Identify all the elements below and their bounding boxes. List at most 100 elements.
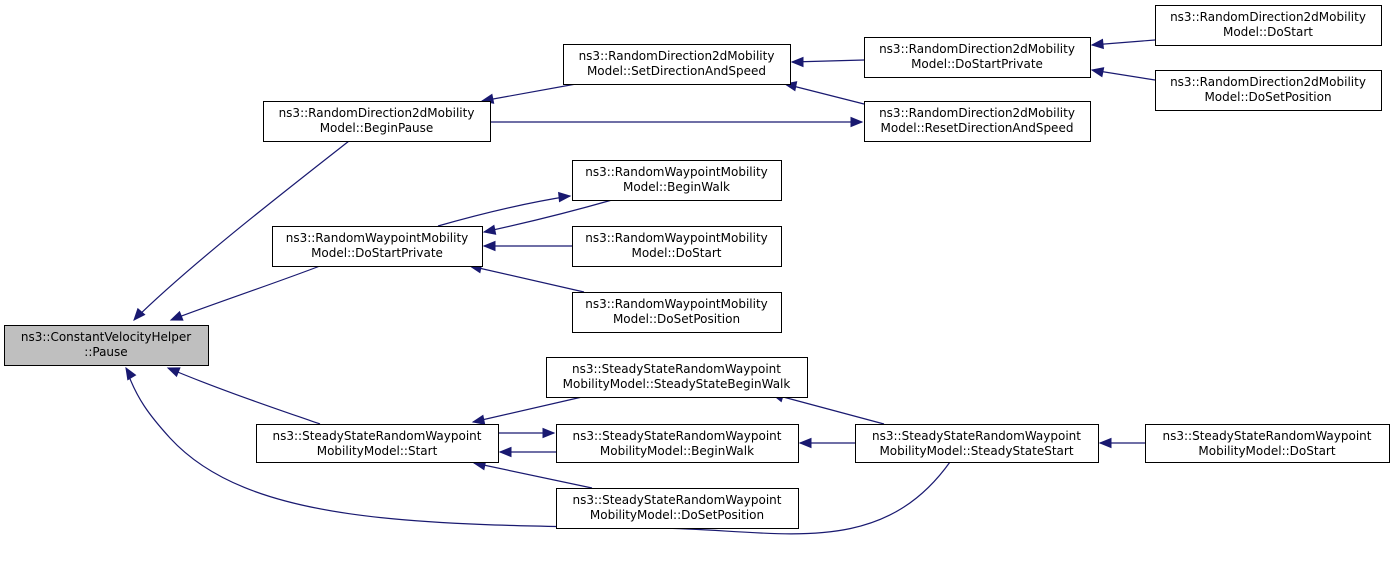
node-rd2d_setdirspeed[interactable]: ns3::RandomDirection2dMobilityModel::Set…: [563, 44, 791, 85]
node-label-line: MobilityModel::DoStart: [1198, 444, 1335, 458]
node-label-line: ns3::RandomDirection2dMobility: [879, 42, 1075, 56]
node-rwp_dostartprivate[interactable]: ns3::RandomWaypointMobilityModel::DoStar…: [272, 226, 483, 267]
node-rwp_dosetposition[interactable]: ns3::RandomWaypointMobilityModel::DoSetP…: [572, 292, 782, 333]
node-label-line: ns3::SteadyStateRandomWaypoint: [872, 429, 1081, 443]
node-label-line: ns3::SteadyStateRandomWaypoint: [573, 429, 782, 443]
node-label-line: ns3::RandomDirection2dMobility: [1170, 10, 1366, 24]
node-rwp_dostart[interactable]: ns3::RandomWaypointMobilityModel::DoStar…: [572, 226, 782, 267]
node-rd2d_dostart[interactable]: ns3::RandomDirection2dMobilityModel::DoS…: [1155, 5, 1382, 46]
arrowhead: [482, 240, 496, 252]
node-rwp_beginwalk[interactable]: ns3::RandomWaypointMobilityModel::BeginW…: [572, 160, 782, 201]
edge-rd2d_dostartprivate-to-rd2d_setdirspeed: [790, 56, 865, 68]
node-label-line: Model::SetDirectionAndSpeed: [587, 64, 766, 78]
node-box: [1155, 5, 1382, 46]
node-box: [272, 226, 483, 267]
arrowhead: [471, 414, 486, 425]
node-label-line: ns3::RandomWaypointMobility: [286, 231, 469, 245]
edge-rwp_dostartprivate-to-rwp_beginwalk: [437, 191, 572, 227]
node-box: [1155, 70, 1382, 111]
arrowhead: [169, 310, 184, 321]
edge-rwp_dosetposition-to-rwp_dostartprivate: [468, 263, 585, 293]
node-box: [4, 325, 209, 366]
node-label-line: ns3::RandomWaypointMobility: [585, 165, 768, 179]
node-box: [546, 357, 808, 398]
node-ssrwp_start[interactable]: ns3::SteadyStateRandomWaypointMobilityMo…: [256, 424, 499, 463]
node-box: [864, 101, 1091, 142]
node-rd2d_dosetposition[interactable]: ns3::RandomDirection2dMobilityModel::DoS…: [1155, 70, 1382, 111]
arrowhead: [850, 116, 864, 128]
edge-rd2d_beginpause-to-rd2d_resetdirspeed: [490, 116, 864, 128]
node-box: [572, 226, 782, 267]
node-label-line: Model::BeginPause: [320, 121, 434, 135]
edge-rd2d_setdirspeed-to-rd2d_beginpause: [480, 83, 577, 104]
node-label-line: MobilityModel::DoSetPosition: [590, 508, 764, 522]
node-label-line: MobilityModel::SteadyStateBeginWalk: [563, 377, 791, 391]
node-ssrwp_dostart[interactable]: ns3::SteadyStateRandomWaypointMobilityMo…: [1145, 424, 1390, 463]
arrowhead: [1090, 67, 1105, 78]
node-label-line: MobilityModel::BeginWalk: [600, 444, 754, 458]
edge-rd2d_dostart-to-rd2d_dostartprivate: [1090, 38, 1156, 50]
arrowhead: [1090, 38, 1104, 50]
node-box: [263, 101, 491, 142]
node-label-line: Model::DoSetPosition: [1204, 90, 1331, 104]
arrowhead: [558, 191, 572, 203]
node-label-line: ns3::RandomDirection2dMobility: [1170, 75, 1366, 89]
node-rd2d_resetdirspeed[interactable]: ns3::RandomDirection2dMobilityModel::Res…: [864, 101, 1091, 142]
node-label-line: ::Pause: [84, 345, 127, 359]
node-box: [556, 424, 799, 463]
edge-rd2d_resetdirspeed-to-rd2d_setdirspeed: [783, 81, 865, 105]
node-box: [563, 44, 791, 85]
node-label-line: Model::DoSetPosition: [613, 312, 740, 326]
node-label-line: ns3::RandomDirection2dMobility: [879, 106, 1075, 120]
node-box: [572, 292, 782, 333]
edge-ssrwp_ssbeginwalk-to-ssrwp_start: [471, 396, 583, 425]
node-label-line: ns3::ConstantVelocityHelper: [21, 330, 191, 344]
node-label-line: Model::DoStart: [631, 246, 721, 260]
edge-ssrwp_ssstart-to-pause: [125, 366, 951, 535]
node-ssrwp_beginwalk[interactable]: ns3::SteadyStateRandomWaypointMobilityMo…: [556, 424, 799, 463]
edge-ssrwp_dostart-to-ssrwp_ssstart: [1098, 437, 1145, 449]
node-box: [864, 37, 1091, 78]
edge-rd2d_dosetposition-to-rd2d_dostartprivate: [1090, 67, 1156, 81]
node-label-line: ns3::SteadyStateRandomWaypoint: [573, 493, 782, 507]
node-box: [855, 424, 1099, 463]
node-label-line: ns3::RandomDirection2dMobility: [279, 106, 475, 120]
edge-rwp_dostartprivate-to-pause: [169, 265, 321, 321]
node-label-line: ns3::SteadyStateRandomWaypoint: [572, 362, 781, 376]
edge-ssrwp_ssstart-to-ssrwp_beginwalk: [798, 437, 855, 449]
edge-ssrwp_beginwalk-to-ssrwp_start: [498, 446, 556, 458]
edge-rwp_beginwalk-to-rwp_dostartprivate: [482, 199, 613, 235]
arrowhead: [482, 224, 497, 235]
node-box: [572, 160, 782, 201]
arrowhead: [790, 56, 804, 68]
node-label-line: Model::DoStartPrivate: [311, 246, 443, 260]
node-label-line: ns3::RandomWaypointMobility: [585, 231, 768, 245]
node-pause: ns3::ConstantVelocityHelper::Pause: [4, 325, 209, 366]
edge-ssrwp_start-to-ssrwp_beginwalk: [498, 427, 556, 439]
node-label-line: Model::DoStart: [1223, 25, 1313, 39]
edge-rd2d_beginpause-to-pause: [133, 140, 350, 321]
edge-ssrwp_dosetposition-to-ssrwp_start: [472, 460, 593, 489]
node-rd2d_dostartprivate[interactable]: ns3::RandomDirection2dMobilityModel::DoS…: [864, 37, 1091, 78]
arrowhead: [498, 446, 512, 458]
arrowhead: [125, 366, 137, 381]
node-ssrwp_dosetposition[interactable]: ns3::SteadyStateRandomWaypointMobilityMo…: [556, 488, 799, 529]
edge-rwp_dostart-to-rwp_dostartprivate: [482, 240, 572, 252]
node-label-line: MobilityModel::SteadyStateStart: [879, 444, 1073, 458]
node-box: [256, 424, 499, 463]
node-label-line: ns3::SteadyStateRandomWaypoint: [1163, 429, 1372, 443]
node-label-line: ns3::SteadyStateRandomWaypoint: [273, 429, 482, 443]
arrowhead: [133, 307, 146, 321]
node-ssrwp_ssbeginwalk[interactable]: ns3::SteadyStateRandomWaypointMobilityMo…: [546, 357, 808, 398]
arrowhead: [798, 437, 812, 449]
node-rd2d_beginpause[interactable]: ns3::RandomDirection2dMobilityModel::Beg…: [263, 101, 491, 142]
arrowhead: [542, 427, 556, 439]
arrowhead: [1098, 437, 1112, 449]
node-box: [556, 488, 799, 529]
node-label-line: Model::BeginWalk: [623, 180, 730, 194]
node-label-line: MobilityModel::Start: [317, 444, 438, 458]
node-box: [1145, 424, 1390, 463]
node-label-line: ns3::RandomWaypointMobility: [585, 297, 768, 311]
node-ssrwp_ssstart[interactable]: ns3::SteadyStateRandomWaypointMobilityMo…: [855, 424, 1099, 463]
